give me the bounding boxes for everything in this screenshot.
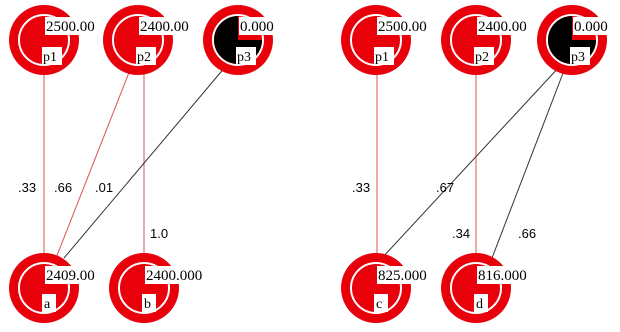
node-value-box xyxy=(377,17,433,35)
node-value-box xyxy=(477,17,533,35)
node-right-c: 825.000 c xyxy=(341,253,435,323)
weight-left-p2-a-left: .66 xyxy=(54,180,72,195)
node-value: 2409.00 xyxy=(46,268,95,284)
node-id-box xyxy=(42,294,56,312)
weight-right-p2-d: .34 xyxy=(452,226,470,241)
node-value: 816.000 xyxy=(478,268,527,284)
node-value: 825.000 xyxy=(378,268,427,284)
node-left-p3: 0.000 p3 xyxy=(203,5,285,75)
node-id: p3 xyxy=(571,50,585,65)
weight-right-p3-c: .67 xyxy=(436,180,454,195)
node-right-d: 816.000 d xyxy=(441,253,535,323)
weight-left-p2-b: 1.0 xyxy=(150,226,168,241)
node-value: 2400.00 xyxy=(140,19,189,35)
node-id-box xyxy=(42,47,62,65)
node-left-p2: 2400.00 p2 xyxy=(103,5,195,75)
node-id: p2 xyxy=(137,50,151,65)
node-id-box xyxy=(374,47,394,65)
right-network: .33 .67 .34 .66 2500.00 p1 2400.00 p2 xyxy=(341,5,619,323)
node-id-box xyxy=(136,47,156,65)
node-id: c xyxy=(376,297,382,312)
node-id: d xyxy=(476,297,483,312)
edge-right-p3-c xyxy=(381,65,561,259)
node-id: p2 xyxy=(475,50,489,65)
node-value: 2400.000 xyxy=(146,268,202,284)
node-value-box xyxy=(45,17,101,35)
node-value-box xyxy=(45,266,101,284)
node-value-box xyxy=(573,17,619,35)
node-id-box xyxy=(474,294,488,312)
node-id-box xyxy=(236,47,256,65)
node-value-box xyxy=(139,17,195,35)
left-network: .33 .66 .01 1.0 2500.00 p1 2400.00 p2 xyxy=(9,5,285,323)
node-id-box xyxy=(374,294,388,312)
edge-left-p3-a xyxy=(63,65,227,259)
weight-right-p3-d: .66 xyxy=(518,226,536,241)
node-id: p1 xyxy=(375,50,389,65)
weight-left-p1-a: .33 xyxy=(18,180,36,195)
node-right-p2: 2400.00 p2 xyxy=(441,5,533,75)
weight-right-p1-c: .33 xyxy=(352,180,370,195)
node-left-a: 2409.00 a xyxy=(9,253,101,323)
node-value: 2500.00 xyxy=(378,19,427,35)
node-value-box xyxy=(377,266,435,284)
node-value-box xyxy=(239,17,285,35)
node-right-p1: 2500.00 p1 xyxy=(341,5,433,75)
node-id: p3 xyxy=(237,50,251,65)
node-id-box xyxy=(142,294,156,312)
edge-right-p3-d xyxy=(491,67,566,259)
weight-left-p2-a-right: .01 xyxy=(95,180,113,195)
edge-left-p2-a xyxy=(55,69,131,259)
node-id: b xyxy=(144,297,151,312)
node-value-box xyxy=(477,266,535,284)
node-right-p3: 0.000 p3 xyxy=(537,5,619,75)
node-id-box xyxy=(570,47,590,65)
node-id-box xyxy=(474,47,494,65)
node-left-p1: 2500.00 p1 xyxy=(9,5,101,75)
node-value: 2500.00 xyxy=(46,19,95,35)
node-id: a xyxy=(44,297,51,312)
node-value: 2400.00 xyxy=(478,19,527,35)
node-left-b: 2400.000 b xyxy=(109,253,209,323)
node-id: p1 xyxy=(43,50,57,65)
node-value: 0.000 xyxy=(574,19,608,35)
node-value: 0.000 xyxy=(240,19,274,35)
node-value-box xyxy=(145,266,209,284)
